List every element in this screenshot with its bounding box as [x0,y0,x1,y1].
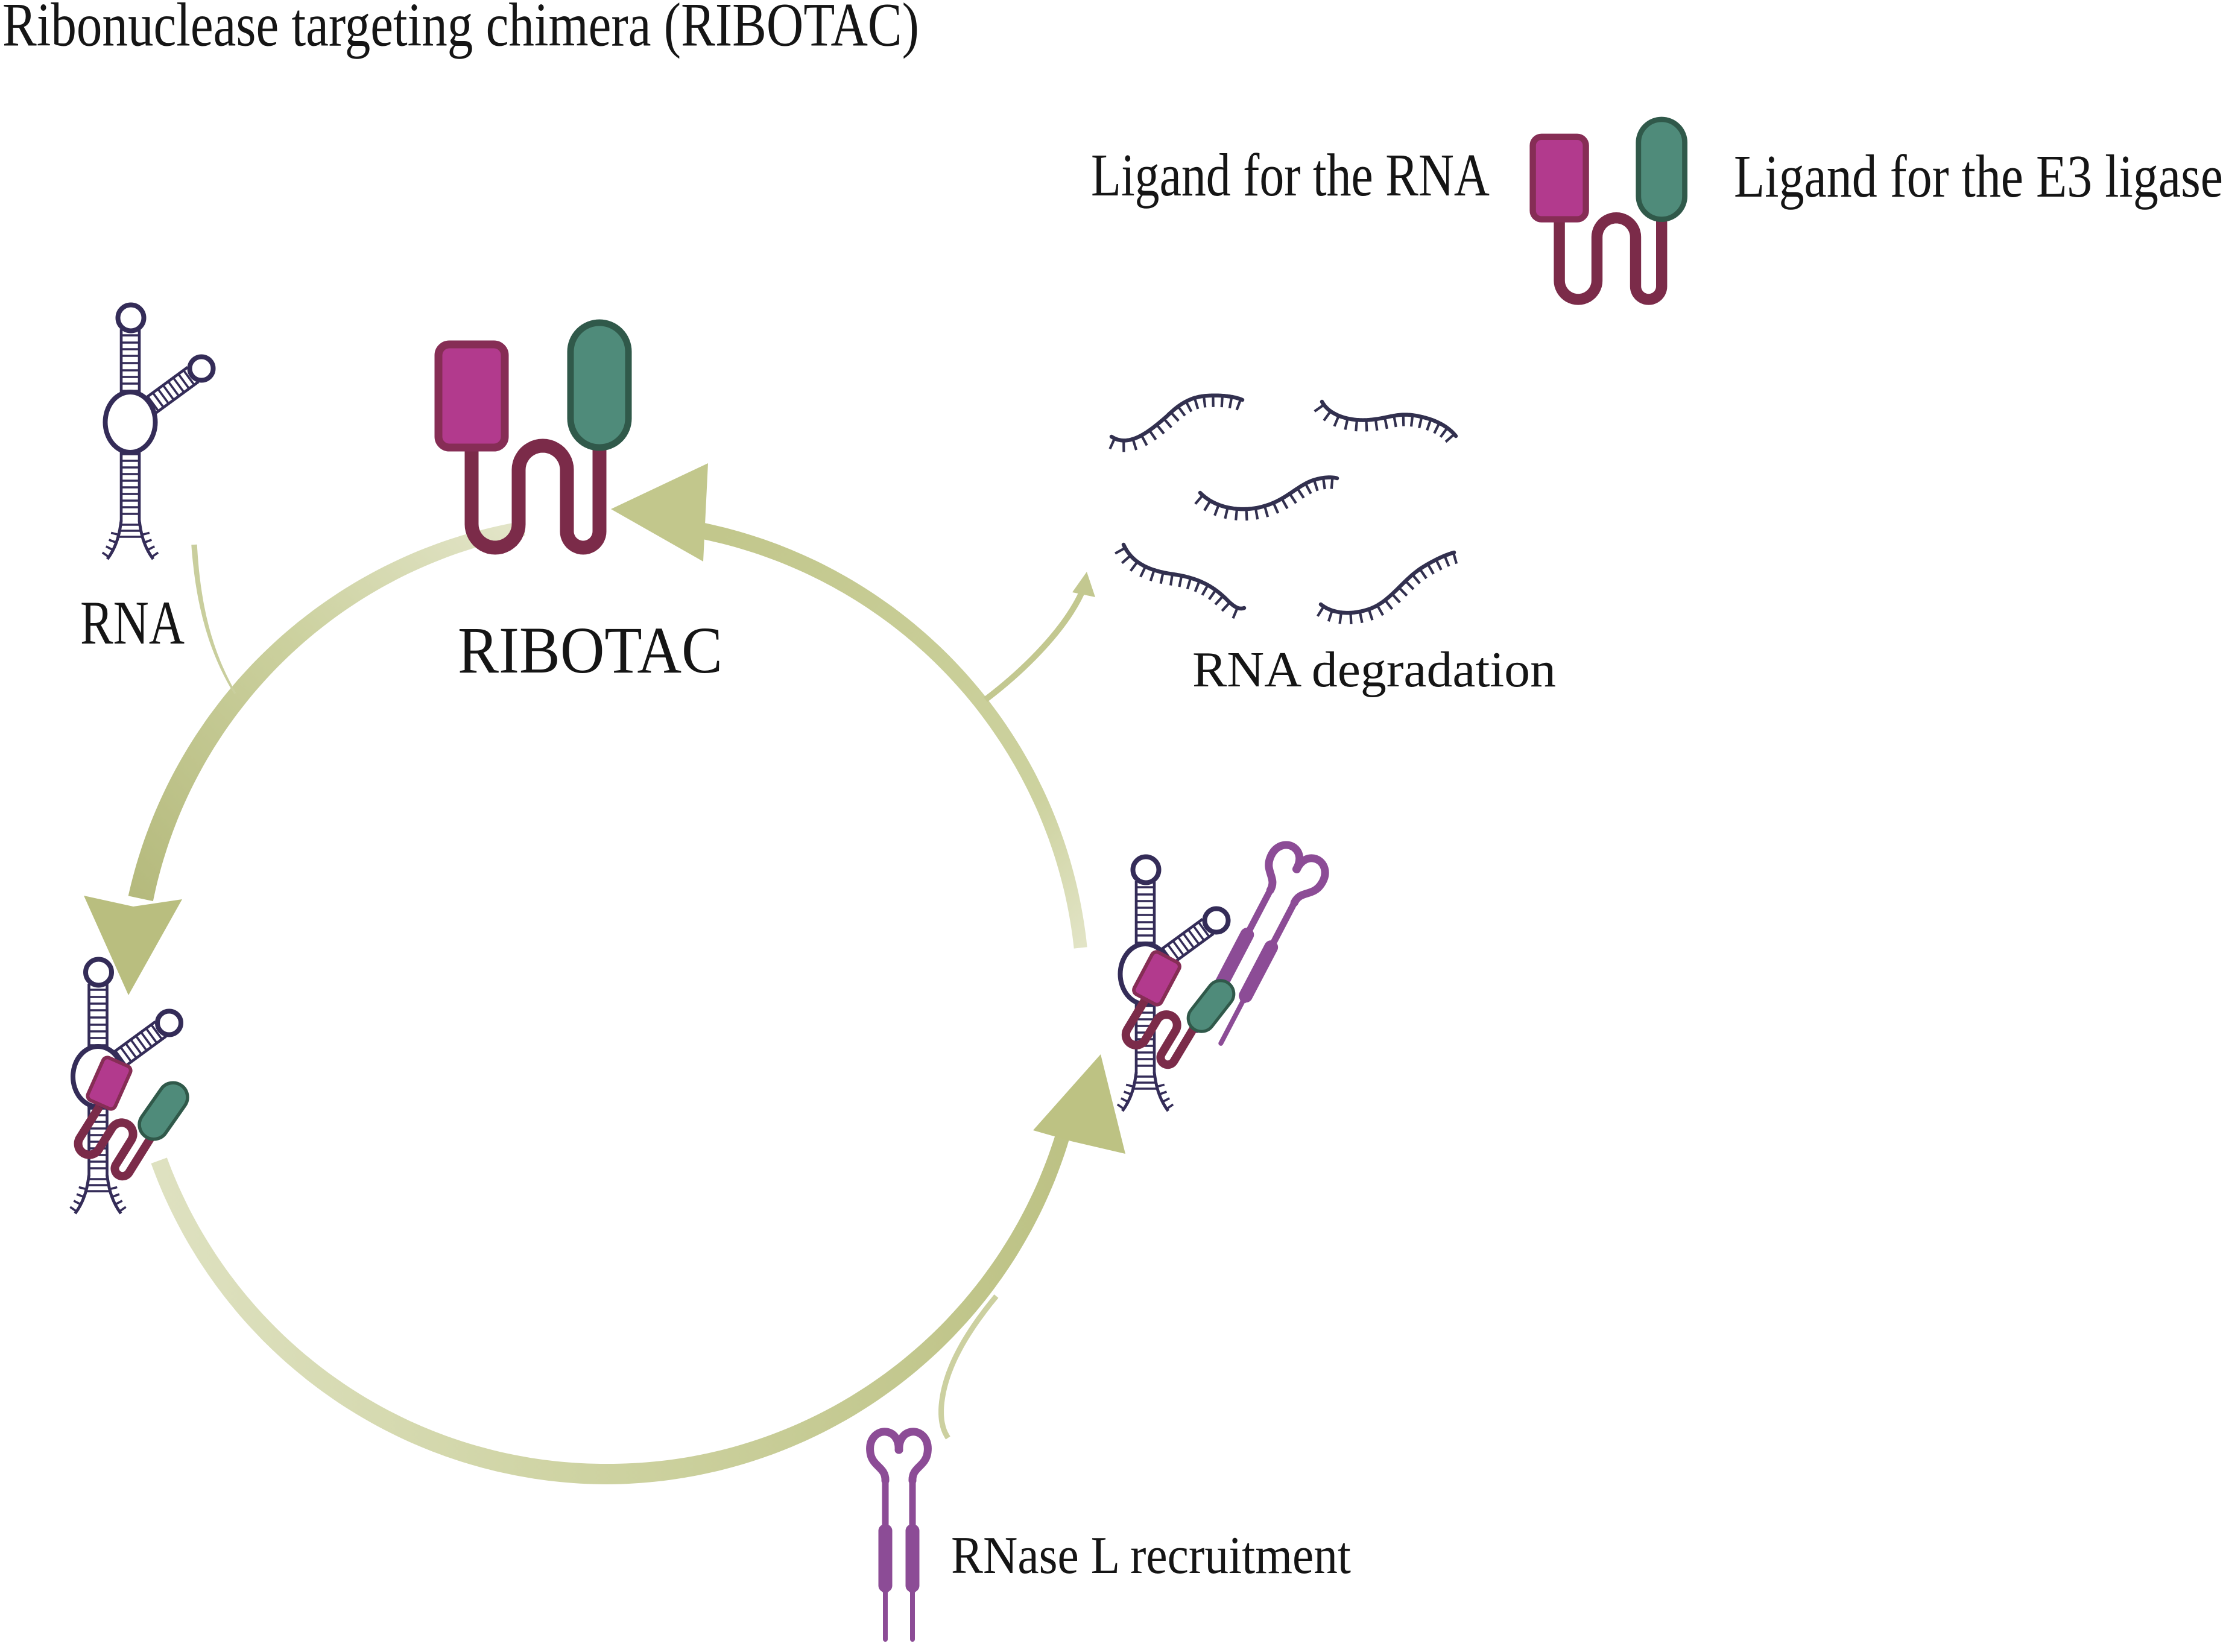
svg-text:Ligand for the RNA: Ligand for the RNA [1091,141,1490,209]
svg-text:RNA degradation: RNA degradation [1192,642,1556,698]
svg-text:RNA: RNA [80,589,185,657]
svg-text:Ribonuclease targeting chimera: Ribonuclease targeting chimera (RIBOTAC) [2,0,919,60]
svg-text:Ligand for the E3 ligase: Ligand for the E3 ligase [1734,142,2223,210]
svg-text:RNase L recruitment: RNase L recruitment [951,1527,1351,1585]
svg-text:RIBOTAC: RIBOTAC [458,613,723,687]
